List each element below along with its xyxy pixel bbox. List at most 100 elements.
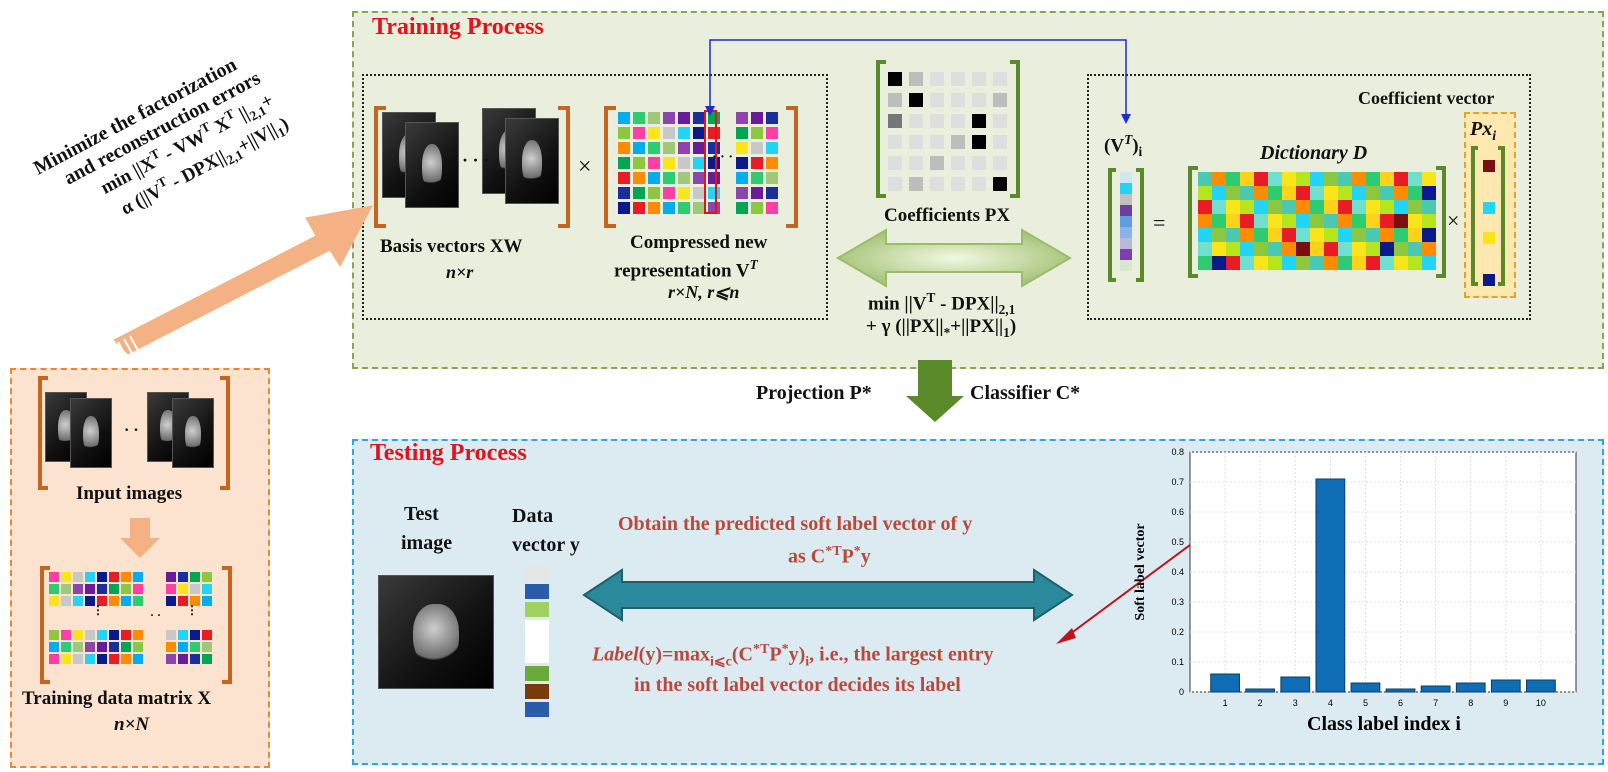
dictionary-cell	[1352, 256, 1366, 270]
vector-cell	[1120, 172, 1132, 183]
minimize-arrow	[113, 205, 373, 361]
dictionary-cell	[1198, 242, 1212, 256]
matrix-cell	[202, 584, 212, 594]
dictionary-cell	[1366, 172, 1380, 186]
dictionary-cell	[1212, 242, 1226, 256]
matrix-cell	[73, 584, 83, 594]
dictionary-cell	[1422, 242, 1436, 256]
matrix-cell	[97, 596, 107, 606]
matrix-cell	[618, 187, 630, 199]
matrix-cell	[73, 596, 83, 606]
coefficient-cell	[888, 114, 902, 128]
dictionary-cell	[1380, 256, 1394, 270]
dictionary-cell	[1268, 214, 1282, 228]
vector-cell	[1120, 194, 1132, 205]
matrix-vdots: ⋮	[186, 603, 198, 617]
dictionary-cell	[1268, 186, 1282, 200]
matrix-vdots: ⋮	[92, 603, 104, 617]
coefficient-cell	[930, 177, 944, 191]
dictionary-cell	[1282, 186, 1296, 200]
test-image-label-2: image	[401, 532, 453, 554]
training-matrix-block	[49, 572, 143, 606]
vector-cell	[525, 566, 549, 581]
matrix-cell	[736, 112, 748, 124]
px-i-entry	[1483, 160, 1495, 172]
matrix-cell	[97, 572, 107, 582]
vector-cell	[1120, 227, 1132, 238]
testing-title: Testing Process	[370, 440, 527, 466]
dictionary-cell	[1338, 172, 1352, 186]
matrix-cell	[133, 654, 143, 664]
down-green-arrow	[906, 360, 964, 422]
dictionary-cell	[1268, 228, 1282, 242]
px-i-label: Pxi	[1470, 118, 1497, 144]
dictionary-cell	[1296, 256, 1310, 270]
matrix-cell	[766, 157, 778, 169]
dictionary-cell	[1226, 228, 1240, 242]
dictionary-cell	[1198, 200, 1212, 214]
matrix-cell	[751, 142, 763, 154]
matrix-cell	[97, 654, 107, 664]
training-matrix-block	[49, 630, 143, 664]
matrix-cell	[648, 142, 660, 154]
dictionary-cell	[1254, 186, 1268, 200]
matrix-cell	[633, 142, 645, 154]
coefficient-cell	[909, 93, 923, 107]
dictionary-cell	[1352, 172, 1366, 186]
matrix-cell	[766, 187, 778, 199]
dictionary-cell	[1366, 186, 1380, 200]
dictionary-cell	[1324, 256, 1338, 270]
coefficient-cell	[951, 135, 965, 149]
dictionary-cell	[1212, 186, 1226, 200]
coefficient-cell	[930, 72, 944, 86]
matrix-cell	[708, 127, 720, 139]
matrix-cell	[85, 572, 95, 582]
coefficient-cell	[888, 72, 902, 86]
matrix-cell	[633, 172, 645, 184]
training-matrix-block	[166, 572, 212, 606]
basis-dots: · · ·	[462, 150, 490, 170]
matrix-cell	[202, 572, 212, 582]
matrix-cell	[109, 572, 119, 582]
times-symbol: ×	[578, 154, 592, 180]
input-face-image	[70, 398, 112, 468]
vector-cell	[1120, 249, 1132, 260]
dictionary-cell	[1226, 242, 1240, 256]
dictionary-cell	[1394, 228, 1408, 242]
label-rule-line-2: in the soft label vector decides its lab…	[634, 674, 961, 696]
matrix-cell	[85, 584, 95, 594]
compressed-label-2: representation VT	[614, 257, 758, 282]
input-face-image	[172, 398, 214, 468]
matrix-cell	[678, 112, 690, 124]
dictionary-cell	[1324, 200, 1338, 214]
vt-i-label: (VT)i	[1104, 132, 1143, 160]
matrix-cell	[678, 172, 690, 184]
vector-cell	[525, 584, 549, 599]
matrix-cell	[61, 584, 71, 594]
dictionary-cell	[1324, 186, 1338, 200]
coefficient-cell	[993, 114, 1007, 128]
coefficient-vector-label: Coefficient vector	[1358, 88, 1495, 108]
coefficients-label: Coefficients PX	[884, 205, 1011, 226]
matrix-cell	[633, 202, 645, 214]
dictionary-cell	[1240, 214, 1254, 228]
x-tick-label: 3	[1293, 698, 1298, 708]
coefficient-cell	[909, 177, 923, 191]
matrix-cell	[751, 127, 763, 139]
vector-cell	[1120, 216, 1132, 227]
matrix-cell	[61, 654, 71, 664]
dictionary-cell	[1296, 214, 1310, 228]
px-i-bracket	[1471, 146, 1505, 286]
x-tick-label: 8	[1468, 698, 1473, 708]
y-tick-label: 0.1	[1171, 657, 1184, 667]
matrix-cell	[190, 654, 200, 664]
objective-line-1: min ||VT - DPX||2,1	[868, 290, 1016, 318]
dictionary-cell	[1380, 214, 1394, 228]
dictionary-cell	[1226, 186, 1240, 200]
coefficient-cell	[888, 156, 902, 170]
training-matrix-block	[166, 630, 212, 664]
matrix-cell	[693, 127, 705, 139]
dictionary-cell	[1282, 228, 1296, 242]
dictionary-cell	[1422, 256, 1436, 270]
dictionary-cell	[1296, 172, 1310, 186]
